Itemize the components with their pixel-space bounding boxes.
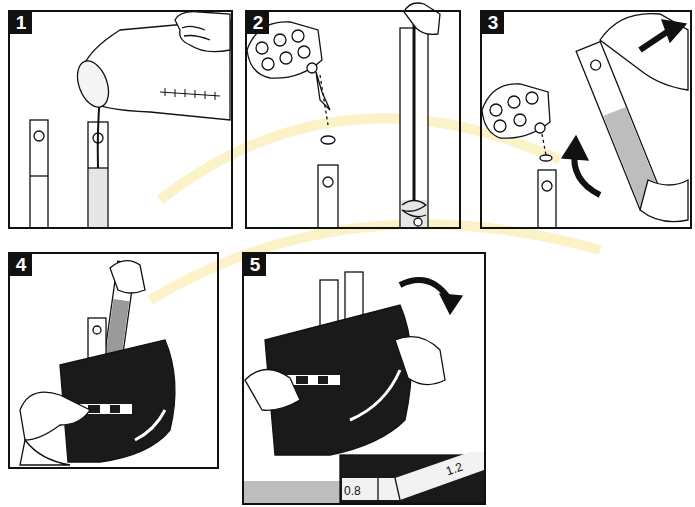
panel-2-art-shape [280, 52, 292, 64]
watermark-shape [160, 118, 560, 200]
panel-3-art-shape [494, 120, 506, 132]
panel-3-art-shape [662, 20, 686, 42]
panel-3-art-shape [482, 84, 550, 138]
panel-2-art-shape [413, 14, 416, 218]
panel-1-art-shape [30, 120, 48, 228]
panel-2-art-shape [262, 58, 274, 70]
panel-2-art-shape [316, 72, 330, 110]
panel-4-art-shape [88, 405, 100, 413]
step-panel: 1 [8, 10, 233, 229]
panel-3-art-shape [514, 114, 526, 126]
panel-2-art-shape [292, 30, 304, 42]
panel-3-art-shape [542, 134, 546, 155]
panel-5-art-shape [377, 478, 378, 500]
scale-value: 0.8 [344, 484, 361, 498]
panel-2-art-shape [318, 165, 338, 228]
panel-1-art-shape [89, 168, 107, 227]
panel-1-art-shape [160, 88, 220, 100]
panel-4-art-shape [93, 326, 101, 334]
panel-4-art-shape [88, 318, 106, 358]
panel-1-art-shape [72, 57, 115, 112]
panel-3-art-shape [490, 104, 502, 116]
panel-5-art-shape [395, 478, 400, 500]
panel-1-art-shape [182, 26, 210, 40]
panel-1-art-shape-shape [165, 88, 166, 96]
panel-2-art-shape [320, 75, 328, 125]
panel-5-art-shape [342, 452, 484, 500]
panel-5-art-shape [440, 294, 462, 314]
panel-2-art-shape [256, 42, 268, 54]
panel-2-art-shape [274, 34, 286, 46]
panel-1-art-shape [30, 175, 48, 176]
panel-3-art-shape [640, 180, 688, 222]
panel-1-art-shape-shape [160, 92, 220, 96]
panel-2-art-shape [321, 136, 335, 144]
panel-5-art-shape [350, 370, 400, 420]
panel-4-art-shape [60, 340, 175, 462]
panel-4-art-shape [20, 392, 90, 440]
panel-5-art-shape [395, 337, 445, 385]
panel-1-art-shape-shape [205, 91, 206, 99]
panel-2-art-shape [323, 177, 333, 187]
panel-1-art-shape-shape [175, 89, 176, 97]
panel-5-art [243, 272, 485, 503]
panel-4-art-shape [135, 410, 165, 440]
step-number: 5 [244, 254, 266, 276]
panel-3-art-shape [538, 170, 556, 228]
step-panel: 4 [8, 252, 219, 469]
panel-3-art-shape-shape [589, 59, 602, 72]
panel-2-art-shape [401, 200, 427, 227]
panel-3-art-shape [526, 92, 538, 104]
panel-5-art-shape [245, 369, 300, 410]
panel-1-art-shape [175, 12, 230, 52]
panel-3-art-shape [540, 155, 552, 161]
panel-2-art-shape [404, 3, 440, 34]
panel-4-art [20, 261, 175, 465]
panel-1-art-shape-shape [215, 92, 216, 100]
panel-2-art-shape [402, 201, 426, 217]
step-number: 3 [482, 12, 504, 34]
panel-2-art-shape [414, 218, 422, 226]
panel-3-art-shape [600, 14, 688, 90]
panel-1-art-shape [34, 131, 44, 141]
step-panel: 2 [245, 10, 461, 229]
panel-4-art-shape [110, 405, 120, 413]
step-number: 2 [247, 12, 269, 34]
panel-3-art-shape [562, 136, 588, 160]
panel-2-art-shape [307, 63, 317, 73]
panel-3-art-shape [640, 30, 670, 50]
step-number: 4 [10, 254, 32, 276]
panel-5-art-shape [296, 376, 308, 384]
panel-1-art-shape-shape [195, 90, 196, 98]
panel-2-art-shape [298, 46, 310, 58]
panel-3-art-shape [508, 96, 520, 108]
panel-3-art-shape [535, 123, 545, 133]
panel-2-art [247, 3, 440, 228]
panel-5-art-shape [318, 376, 328, 384]
panel-3-art-shape [542, 181, 552, 191]
panel-1-art-shape-shape [185, 89, 186, 97]
panel-4-art-shape [110, 261, 145, 293]
step-panel: 3 [480, 10, 692, 229]
step-number: 1 [10, 12, 32, 34]
panel-3-art [482, 14, 688, 228]
panel-4-art-shape [20, 440, 70, 465]
panel-1-art [30, 12, 230, 228]
